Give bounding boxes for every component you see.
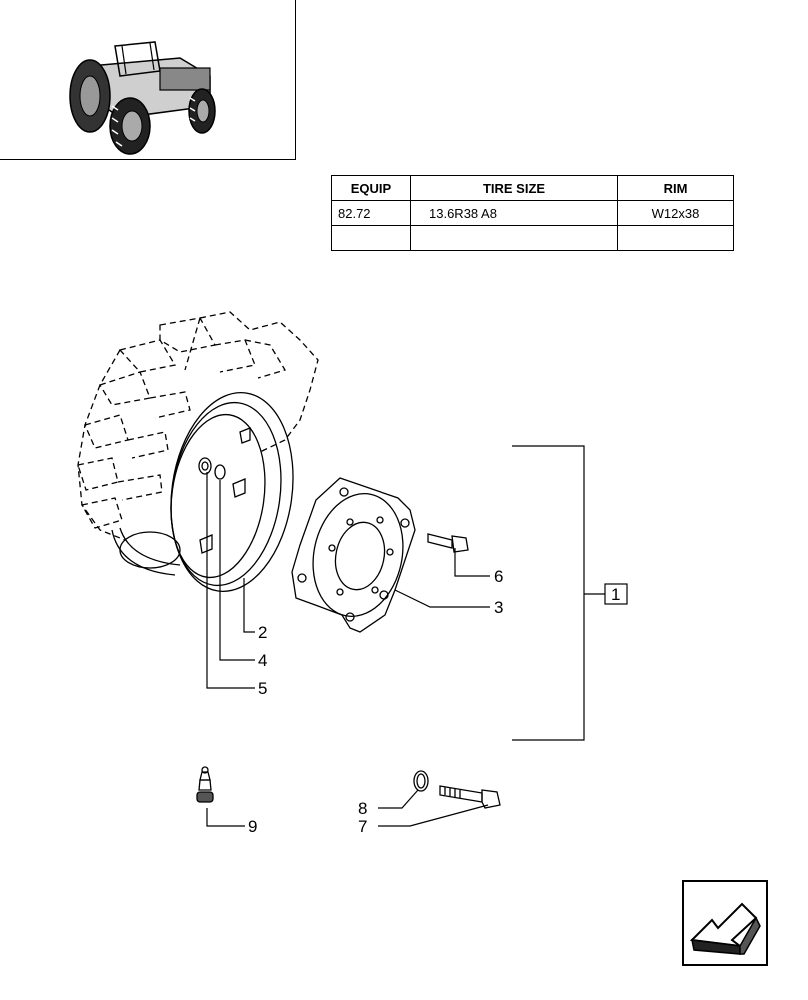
wheel-center-disc [291, 477, 416, 633]
wheel-rim [111, 391, 294, 593]
cell-rim [617, 225, 734, 251]
bolt-7 [439, 785, 501, 809]
thumbnail-frame [0, 0, 296, 160]
callout-5: 5 [258, 679, 267, 698]
column-header-rim: RIM [617, 175, 734, 201]
callout-9: 9 [248, 817, 257, 836]
callout-2: 2 [258, 623, 267, 642]
table-row [331, 225, 734, 251]
next-page-arrow-icon[interactable] [682, 880, 768, 966]
tractor-icon [69, 41, 216, 155]
cell-tire-size [410, 225, 618, 251]
valve-9 [196, 766, 214, 803]
callout-3: 3 [494, 598, 503, 617]
table-header-row: EQUIP TIRE SIZE RIM [331, 175, 734, 201]
tire-spec-table: EQUIP TIRE SIZE RIM 82.72 13.6R38 A8 W12… [331, 175, 734, 251]
rim-lugs [198, 427, 251, 554]
lock-ring-8 [413, 770, 429, 792]
group-box-1 [604, 583, 628, 605]
callout-6: 6 [494, 567, 503, 586]
cell-tire-size: 13.6R38 A8 [410, 200, 618, 226]
callout-8: 8 [358, 799, 367, 818]
callout-7: 7 [358, 817, 367, 836]
callout-1: 1 [611, 585, 620, 604]
leader-lines [206, 445, 605, 827]
column-header-tire-size: TIRE SIZE [410, 175, 618, 201]
bolt-6 [427, 533, 469, 553]
tire-outline [77, 311, 319, 541]
callout-4: 4 [258, 651, 267, 670]
cell-rim: W12x38 [617, 200, 734, 226]
